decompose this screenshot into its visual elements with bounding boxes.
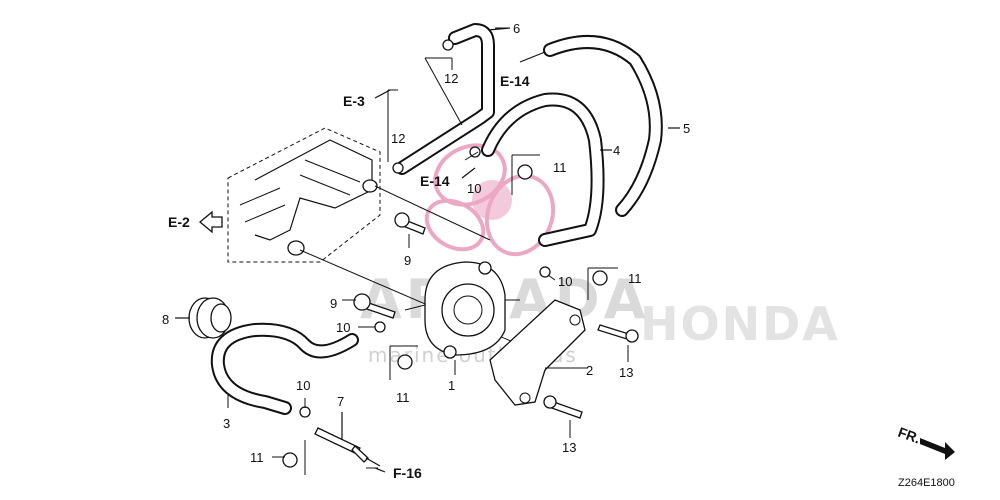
label-part-4: 4 <box>613 143 620 158</box>
label-part-12-b: 12 <box>391 131 405 146</box>
diagram-code: Z264E1800 <box>898 477 955 489</box>
label-part-3: 3 <box>223 416 230 431</box>
label-part-12-a: 12 <box>444 71 458 86</box>
fitting-7 <box>314 412 381 467</box>
label-part-9-b: 9 <box>330 296 337 311</box>
label-part-7: 7 <box>337 394 344 409</box>
ref-e14-a: E-14 <box>500 73 530 89</box>
label-part-1: 1 <box>448 378 455 393</box>
label-part-11-c: 11 <box>396 390 410 405</box>
reference-labels: E-3 E-14 E-14 E-2 F-16 FR. Z264E1800 <box>168 73 955 489</box>
engine-block <box>227 127 521 346</box>
ref-f16: F-16 <box>393 465 422 481</box>
leader-lines <box>227 27 629 475</box>
ref-e2: E-2 <box>168 214 190 230</box>
label-part-11-b: 11 <box>628 271 642 286</box>
label-part-10-c: 10 <box>336 320 350 335</box>
label-part-9-a: 9 <box>404 253 411 268</box>
label-part-10-d: 10 <box>296 378 310 393</box>
label-part-11-a: 11 <box>553 160 567 175</box>
bolts <box>353 212 639 419</box>
label-part-13-a: 13 <box>619 365 633 380</box>
reference-arrows <box>198 51 955 473</box>
label-part-11-d: 11 <box>250 450 264 465</box>
clamps <box>282 39 608 468</box>
pump-1 <box>404 261 520 359</box>
ref-e3: E-3 <box>343 93 365 109</box>
label-part-10-a: 10 <box>467 181 481 196</box>
bracket-2 <box>489 299 586 406</box>
part-labels: 6 12 12 5 4 11 10 9 10 11 9 10 8 11 1 2 … <box>162 21 690 465</box>
propeller-logo <box>424 143 556 257</box>
ref-e14-b: E-14 <box>420 173 450 189</box>
label-part-10-b: 10 <box>558 274 572 289</box>
hose-4 <box>481 92 612 247</box>
hose-5 <box>543 35 680 217</box>
watermark-brand: HONDA <box>640 297 840 351</box>
label-part-2: 2 <box>586 363 593 378</box>
direction-label: FR. <box>896 424 923 447</box>
hose-3 <box>210 322 359 415</box>
label-part-13-b: 13 <box>562 440 576 455</box>
label-part-5: 5 <box>683 121 690 136</box>
label-part-8: 8 <box>162 312 169 327</box>
grommet-8 <box>175 297 232 339</box>
fr-arrow-icon <box>920 438 955 460</box>
label-part-6: 6 <box>513 21 520 36</box>
